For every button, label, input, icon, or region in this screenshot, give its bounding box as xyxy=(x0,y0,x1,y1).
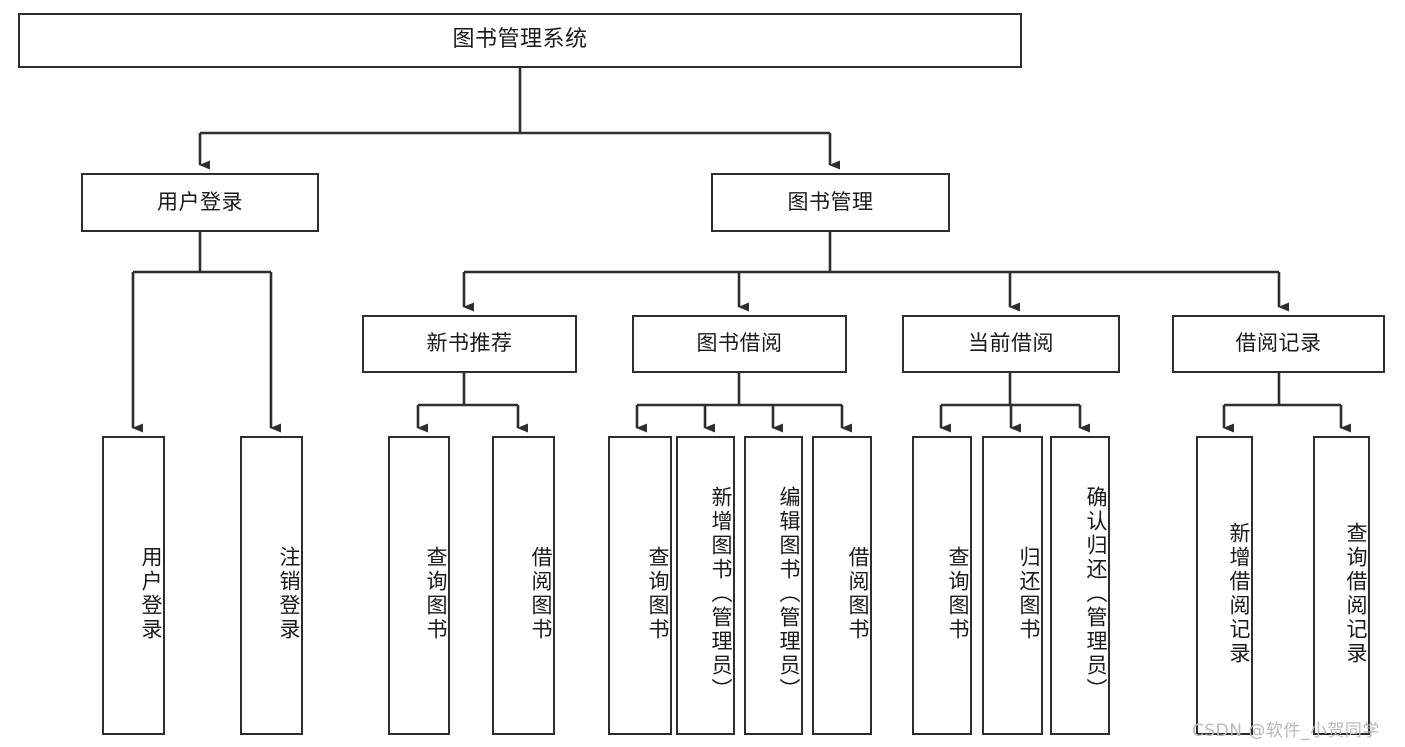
node-label: 确认归还（管理员） xyxy=(1084,485,1108,702)
leaf-user-login[interactable]: 用户登录 xyxy=(102,436,165,735)
leaf-query-book-borrow[interactable]: 查询图书 xyxy=(608,436,672,735)
node-user-login[interactable]: 用户登录 xyxy=(81,173,319,232)
node-label: 借阅图书 xyxy=(529,545,553,642)
leaf-borrow-book[interactable]: 借阅图书 xyxy=(812,436,872,735)
node-label: 用户登录 xyxy=(139,545,163,642)
leaf-logout[interactable]: 注销登录 xyxy=(240,436,303,735)
node-label: 当前借阅 xyxy=(968,331,1054,356)
node-label: 新增借阅记录 xyxy=(1227,521,1251,666)
node-label: 借阅记录 xyxy=(1235,331,1322,356)
node-label: 图书借阅 xyxy=(696,331,783,356)
leaf-edit-book-admin[interactable]: 编辑图书（管理员） xyxy=(744,436,803,735)
node-label: 用户登录 xyxy=(157,189,243,214)
leaf-query-book-current[interactable]: 查询图书 xyxy=(912,436,972,735)
node-label: 编辑图书（管理员） xyxy=(777,485,801,702)
node-book-borrow[interactable]: 图书借阅 xyxy=(632,315,847,373)
node-current-borrow[interactable]: 当前借阅 xyxy=(902,315,1120,373)
node-label: 新书推荐 xyxy=(426,331,513,356)
node-label: 查询图书 xyxy=(946,545,970,642)
leaf-add-book-admin[interactable]: 新增图书（管理员） xyxy=(676,436,735,735)
leaf-query-book-newbook[interactable]: 查询图书 xyxy=(388,436,450,735)
node-label: 注销登录 xyxy=(277,545,301,642)
node-label: 新增图书（管理员） xyxy=(709,485,733,702)
node-label: 图书管理 xyxy=(787,189,874,214)
leaf-add-borrow-record[interactable]: 新增借阅记录 xyxy=(1196,436,1253,735)
node-label: 查询借阅记录 xyxy=(1344,521,1368,666)
node-label: 图书管理系统 xyxy=(452,27,588,53)
node-new-book-recommend[interactable]: 新书推荐 xyxy=(362,315,577,373)
node-label: 借阅图书 xyxy=(846,545,870,642)
node-book-management[interactable]: 图书管理 xyxy=(711,173,950,232)
leaf-return-book[interactable]: 归还图书 xyxy=(982,436,1043,735)
watermark-csdn: CSDN @软件_小贺同学 xyxy=(1192,721,1380,741)
node-root-system[interactable]: 图书管理系统 xyxy=(18,13,1022,68)
node-borrow-record[interactable]: 借阅记录 xyxy=(1172,315,1385,373)
node-label: 查询图书 xyxy=(424,545,448,642)
leaf-query-borrow-record[interactable]: 查询借阅记录 xyxy=(1313,436,1370,735)
leaf-borrow-book-newbook[interactable]: 借阅图书 xyxy=(492,436,555,735)
node-label: 查询图书 xyxy=(646,545,670,642)
leaf-confirm-return-admin[interactable]: 确认归还（管理员） xyxy=(1050,436,1110,735)
node-label: 归还图书 xyxy=(1017,545,1041,642)
